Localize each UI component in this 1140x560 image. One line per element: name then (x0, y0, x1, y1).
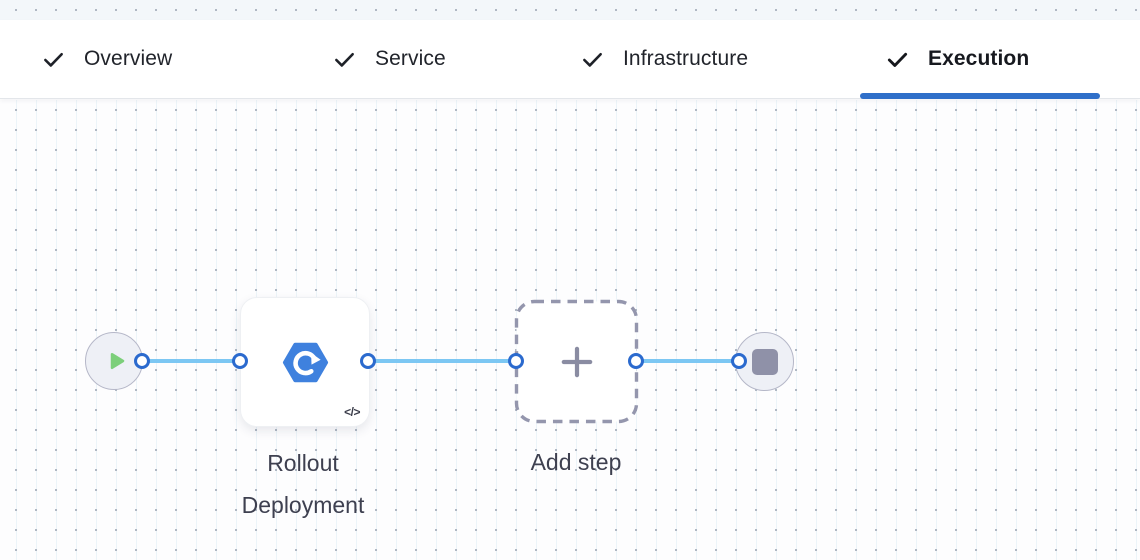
stage-tab-bar: Overview Service Infrastructure Executio… (0, 20, 1140, 99)
port-step-out[interactable] (360, 353, 376, 369)
tab-overview-label: Overview (84, 47, 173, 70)
check-icon (44, 52, 63, 67)
active-tab-indicator (860, 93, 1100, 99)
stop-icon (751, 348, 778, 375)
tab-overview[interactable]: Overview (42, 20, 172, 98)
check-icon (887, 52, 908, 67)
edge-addstep-to-end (636, 359, 739, 363)
edge-step-to-addstep (368, 359, 516, 363)
port-end-in[interactable] (731, 353, 747, 369)
step-node-label: Rollout Deployment (241, 450, 365, 518)
edge-start-to-step (142, 359, 240, 363)
tab-execution[interactable]: Execution (886, 20, 1029, 98)
add-step-label: Add step (530, 449, 622, 475)
pipeline-canvas[interactable]: </> Rollout Deployment Add step (0, 100, 1140, 560)
plus-icon (561, 346, 592, 377)
tab-service-label: Service (375, 47, 446, 70)
check-icon (583, 52, 602, 67)
tab-infrastructure-label: Infrastructure (623, 47, 749, 70)
tab-infrastructure[interactable]: Infrastructure (581, 20, 748, 98)
k8s-rollout-icon (282, 342, 328, 382)
port-addstep-out[interactable] (628, 353, 644, 369)
tab-execution-label: Execution (928, 47, 1030, 70)
add-step-node[interactable] (514, 299, 639, 424)
port-start-out[interactable] (134, 353, 150, 369)
tab-service[interactable]: Service (333, 20, 446, 98)
port-addstep-in[interactable] (508, 353, 524, 369)
pipeline-start-node (85, 332, 143, 390)
stage-strip-background (0, 0, 1140, 20)
port-step-in[interactable] (232, 353, 248, 369)
play-icon (110, 352, 125, 370)
step-node-rollout-deployment[interactable]: </> (240, 297, 370, 427)
check-icon (335, 52, 354, 67)
code-badge-icon: </> (344, 405, 360, 419)
